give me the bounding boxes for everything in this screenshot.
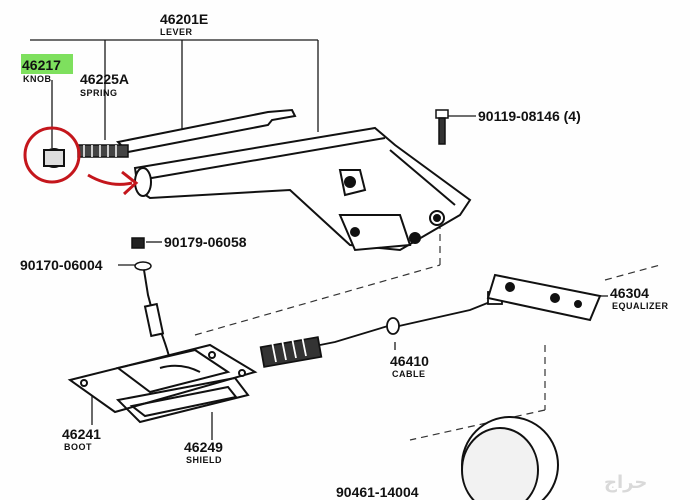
equalizer-icon — [486, 273, 602, 322]
red-annotation — [23, 126, 139, 196]
part-number-washer: 90170-06004 — [20, 257, 103, 273]
leader-lines — [30, 39, 608, 440]
part-number-cable: 46410 — [390, 353, 429, 369]
part-number-spring: 46225A — [80, 71, 129, 87]
part-name-boot: BOOT — [64, 442, 92, 452]
part-number-knob: 46217 — [22, 57, 61, 73]
part-name-lever: LEVER — [160, 27, 193, 37]
drum-icon — [461, 416, 559, 500]
part-number-bolt: 90119-08146 (4) — [478, 108, 581, 124]
part-name-knob: KNOB — [23, 74, 52, 84]
cable-icon — [259, 291, 503, 368]
knob-icon — [43, 148, 65, 168]
bolt-icon — [435, 109, 449, 145]
part-name-spring: SPRING — [80, 88, 118, 98]
spring-icon — [77, 144, 129, 158]
nut-icon — [131, 237, 152, 271]
part-name-cable: CABLE — [392, 369, 426, 379]
knob-label-highlight — [21, 54, 73, 74]
part-number-bottom: 90461-14004 — [336, 484, 419, 500]
part-number-nut: 90179-06058 — [164, 234, 247, 250]
part-number-shield: 46249 — [184, 439, 223, 455]
part-number-equalizer: 46304 — [610, 285, 649, 301]
part-number-boot: 46241 — [62, 426, 101, 442]
part-name-equalizer: EQUALIZER — [612, 301, 669, 311]
part-number-lever: 46201E — [160, 11, 208, 27]
lever-icon — [115, 108, 472, 252]
boot-icon — [67, 343, 258, 414]
shield-icon — [115, 376, 250, 424]
part-name-shield: SHIELD — [186, 455, 222, 465]
watermark-logo: حراج — [604, 472, 647, 493]
